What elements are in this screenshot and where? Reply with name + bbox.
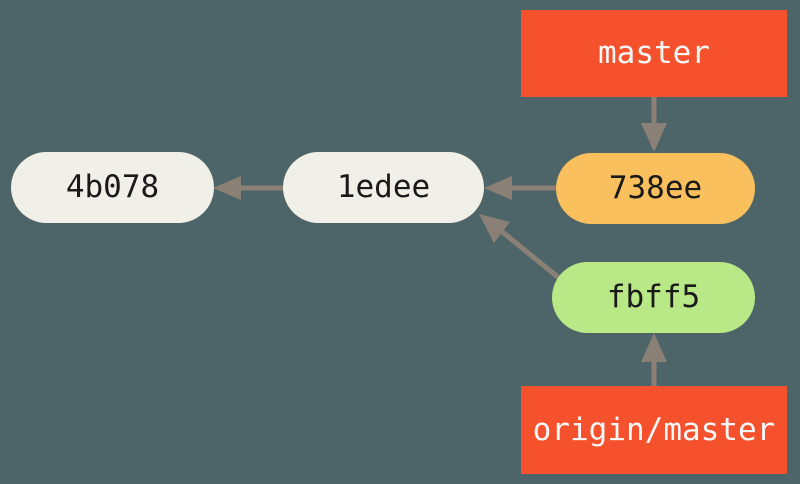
edge-fbff5-to-1edee: [479, 214, 561, 280]
commit-node-fbff5[interactable]: fbff5: [552, 262, 755, 333]
edge-738ee-to-1edee: [484, 176, 556, 200]
commit-label-fbff5: fbff5: [606, 279, 701, 315]
edge-master-to-738ee: [641, 97, 667, 152]
edge-1edee-to-4b078: [213, 176, 283, 200]
commit-node-1edee[interactable]: 1edee: [283, 152, 484, 223]
commit-node-4b078[interactable]: 4b078: [11, 152, 214, 223]
commit-label-4b078: 4b078: [65, 169, 160, 205]
commit-label-738ee: 738ee: [608, 170, 703, 206]
edge-origin-master-to-fbff5: [641, 333, 667, 386]
commit-label-1edee: 1edee: [336, 169, 431, 205]
branch-ref-origin-master[interactable]: origin/master: [521, 386, 787, 474]
branch-ref-master[interactable]: master: [521, 10, 787, 97]
branch-ref-label-origin-master: origin/master: [532, 411, 776, 448]
branch-ref-label-master: master: [598, 35, 710, 71]
commit-node-738ee[interactable]: 738ee: [556, 153, 755, 224]
